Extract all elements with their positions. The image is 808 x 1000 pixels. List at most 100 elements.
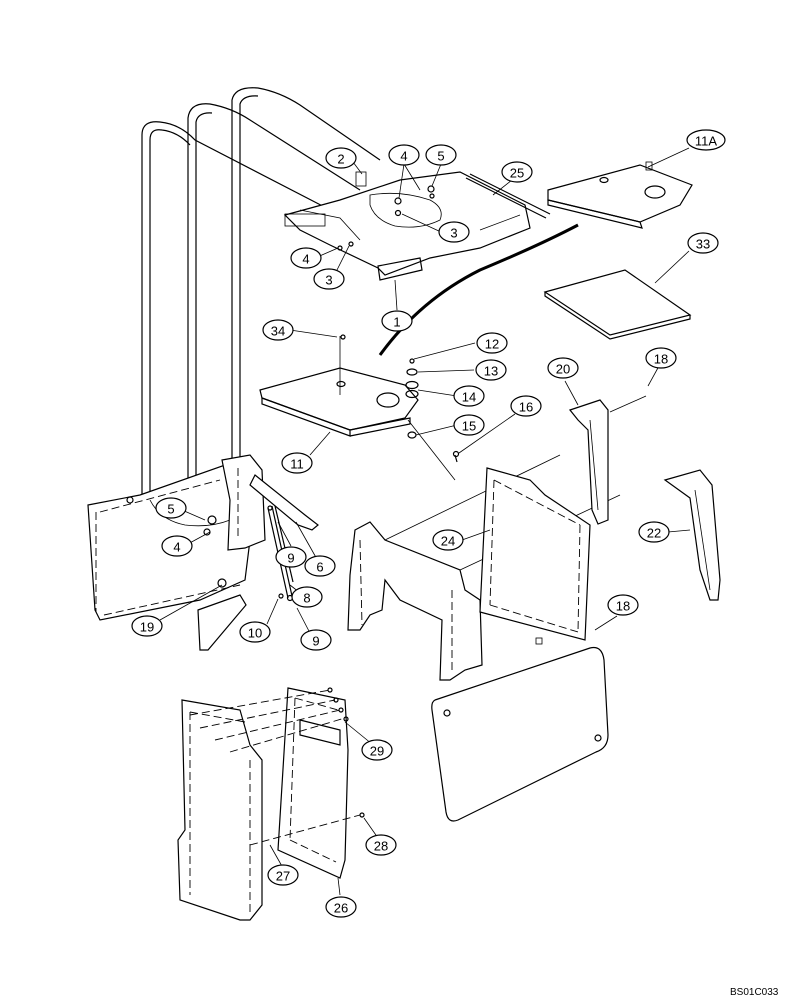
callout-label: 34 bbox=[271, 324, 285, 339]
callout-bubble bbox=[607, 594, 639, 616]
callout-label: 33 bbox=[696, 237, 710, 252]
callout-label: 20 bbox=[556, 362, 570, 377]
callout-bubble bbox=[267, 864, 299, 886]
callout-24: 22 bbox=[638, 521, 670, 543]
callout-8: 1 bbox=[381, 310, 413, 332]
lower-panel-27 bbox=[177, 699, 263, 921]
callout-bubble bbox=[291, 586, 323, 608]
trim-piece-20 bbox=[568, 399, 609, 525]
callout-label: 27 bbox=[276, 869, 290, 884]
callout-bubble bbox=[313, 268, 345, 290]
roof-panel-11a bbox=[547, 161, 693, 229]
callout-bubble bbox=[325, 147, 357, 169]
top-hardware bbox=[337, 171, 435, 251]
callout-bubble bbox=[388, 144, 420, 166]
callout-27: 10 bbox=[239, 621, 271, 643]
callout-26: 19 bbox=[131, 615, 163, 637]
callout-13: 14 bbox=[453, 385, 485, 407]
callout-label: 11A bbox=[695, 134, 717, 149]
callout-11: 12 bbox=[476, 332, 508, 354]
callout-6: 4 bbox=[290, 247, 322, 269]
callout-bubble bbox=[432, 529, 464, 551]
callout-bubble bbox=[381, 310, 413, 332]
callout-bubble bbox=[438, 221, 470, 243]
callout-label: 3 bbox=[325, 273, 332, 288]
headliner-part-33 bbox=[543, 269, 692, 340]
callout-bubble bbox=[453, 414, 485, 436]
rear-panel-loops bbox=[141, 87, 381, 505]
callout-4: 11A bbox=[686, 129, 726, 151]
callout-16: 11 bbox=[281, 452, 313, 474]
callout-label: 4 bbox=[302, 252, 309, 267]
callout-label: 18 bbox=[654, 352, 668, 367]
callout-label: 4 bbox=[173, 540, 180, 555]
callout-bubble bbox=[275, 546, 307, 568]
callout-1: 4 bbox=[388, 144, 420, 166]
callout-bubble bbox=[365, 834, 397, 856]
callout-label: 5 bbox=[437, 149, 444, 164]
callout-bubble bbox=[453, 385, 485, 407]
callout-7: 3 bbox=[313, 268, 345, 290]
callout-15: 16 bbox=[510, 395, 542, 417]
callout-bubble bbox=[475, 359, 507, 381]
callout-19: 5 bbox=[155, 497, 187, 519]
callout-label: 9 bbox=[312, 634, 319, 649]
callout-33: 26 bbox=[325, 896, 357, 918]
trim-piece-22 bbox=[663, 469, 721, 601]
callout-label: 13 bbox=[484, 364, 498, 379]
callout-label: 2 bbox=[337, 152, 344, 167]
callout-label: 28 bbox=[374, 839, 388, 854]
callout-12: 13 bbox=[475, 359, 507, 381]
callout-label: 1 bbox=[393, 315, 400, 330]
door-panel-24 bbox=[479, 467, 591, 645]
callout-bubble bbox=[325, 896, 357, 918]
callout-label: 10 bbox=[248, 626, 262, 641]
callout-30: 29 bbox=[361, 739, 393, 761]
callout-2: 5 bbox=[425, 144, 457, 166]
callout-bubble bbox=[304, 555, 336, 577]
callout-label: 24 bbox=[441, 534, 455, 549]
callout-bubble bbox=[281, 452, 313, 474]
callout-label: 12 bbox=[485, 337, 499, 352]
callout-label: 6 bbox=[316, 560, 323, 575]
callout-bubble bbox=[638, 521, 670, 543]
callout-32: 27 bbox=[267, 864, 299, 886]
callout-bubble bbox=[161, 535, 193, 557]
callout-label: 18 bbox=[616, 599, 630, 614]
callout-bubble bbox=[645, 347, 677, 369]
callout-25: 8 bbox=[291, 586, 323, 608]
drawing-code: BS01C033 bbox=[730, 987, 779, 998]
callout-20: 4 bbox=[161, 535, 193, 557]
callout-31: 28 bbox=[365, 834, 397, 856]
callout-label: 16 bbox=[519, 400, 533, 415]
callout-bubble bbox=[476, 332, 508, 354]
callout-17: 20 bbox=[547, 357, 579, 379]
callout-28: 9 bbox=[300, 629, 332, 651]
callout-bubble bbox=[686, 129, 726, 151]
callout-18: 18 bbox=[645, 347, 677, 369]
top-frame-part-1 bbox=[283, 171, 531, 281]
callout-bubble bbox=[239, 621, 271, 643]
callout-label: 11 bbox=[290, 457, 304, 472]
glass-panel bbox=[431, 646, 609, 822]
callout-29: 18 bbox=[607, 594, 639, 616]
callout-bubble bbox=[510, 395, 542, 417]
callout-label: 25 bbox=[510, 166, 524, 181]
callout-5: 3 bbox=[438, 221, 470, 243]
callout-23: 24 bbox=[432, 529, 464, 551]
callout-bubble bbox=[300, 629, 332, 651]
callout-label: 14 bbox=[462, 390, 476, 405]
callout-0: 2 bbox=[325, 147, 357, 169]
callout-bubble bbox=[290, 247, 322, 269]
callout-21: 9 bbox=[275, 546, 307, 568]
callout-label: 26 bbox=[334, 901, 348, 916]
callout-label: 5 bbox=[167, 502, 174, 517]
callout-14: 15 bbox=[453, 414, 485, 436]
callout-bubble bbox=[361, 739, 393, 761]
callout-label: 19 bbox=[140, 620, 154, 635]
callout-bubble bbox=[687, 232, 719, 254]
callout-bubble bbox=[262, 319, 294, 341]
roof-panel-11 bbox=[259, 336, 456, 481]
